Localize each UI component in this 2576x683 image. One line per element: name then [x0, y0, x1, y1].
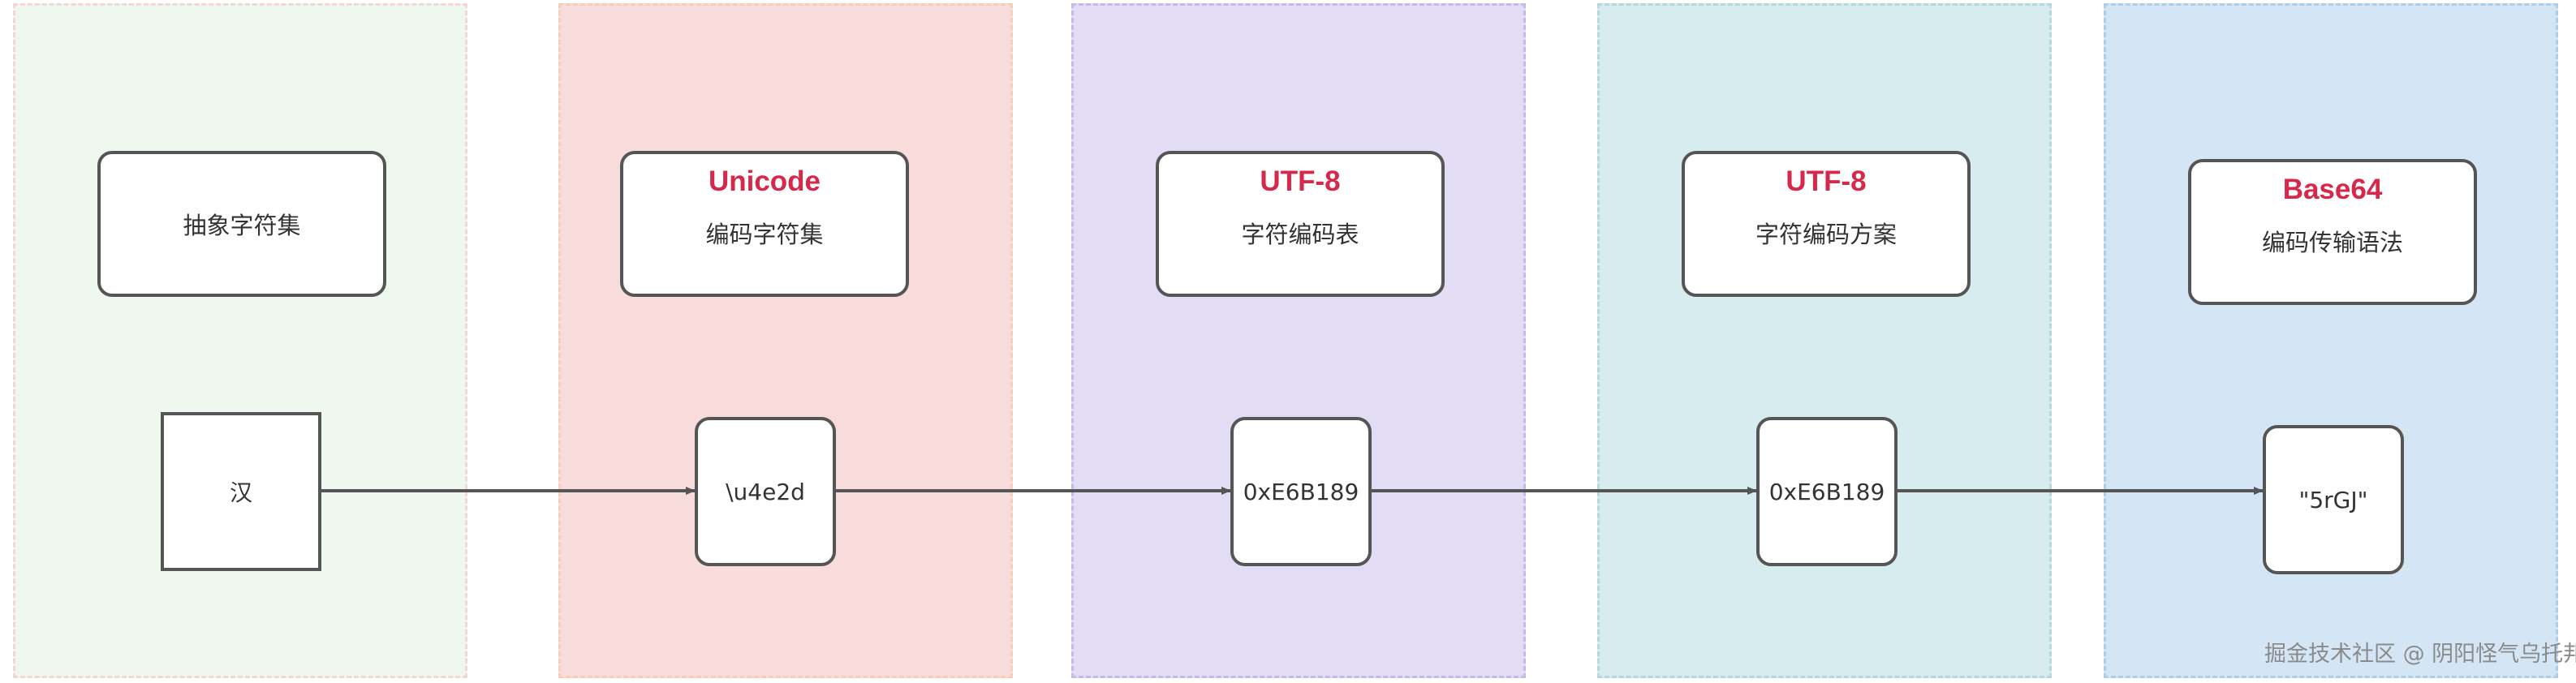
header-title: UTF-8: [1260, 165, 1341, 197]
node-base64-output: "5rGJ": [2263, 425, 2404, 574]
node-code-point: \u4e2d: [695, 417, 836, 566]
header-desc: 编码字符集: [705, 221, 824, 248]
watermark: 掘金技术社区 @ 阴阳怪气乌托邦: [2264, 642, 2576, 667]
header-title: Unicode: [708, 165, 821, 197]
node-byte-sequence: 0xE6B189: [1756, 417, 1898, 566]
header-title: UTF-8: [1786, 165, 1867, 197]
header-box-abstract-charset: 抽象字符集: [97, 151, 386, 297]
header-desc: 抽象字符集: [183, 212, 301, 239]
header-title: Base64: [2282, 174, 2383, 205]
header-box-coded-charset: Unicode 编码字符集: [620, 151, 909, 297]
header-desc: 字符编码表: [1241, 221, 1359, 248]
header-desc: 编码传输语法: [2261, 229, 2403, 256]
header-box-transfer-syntax: Base64 编码传输语法: [2188, 159, 2477, 305]
node-code-units: 0xE6B189: [1230, 417, 1372, 566]
header-box-encoding-scheme: UTF-8 字符编码方案: [1682, 151, 1971, 297]
header-box-encoding-form: UTF-8 字符编码表: [1156, 151, 1445, 297]
header-desc: 字符编码方案: [1755, 221, 1897, 248]
column-character-encoding-form: [1071, 3, 1526, 678]
node-character: 汉: [161, 412, 321, 571]
